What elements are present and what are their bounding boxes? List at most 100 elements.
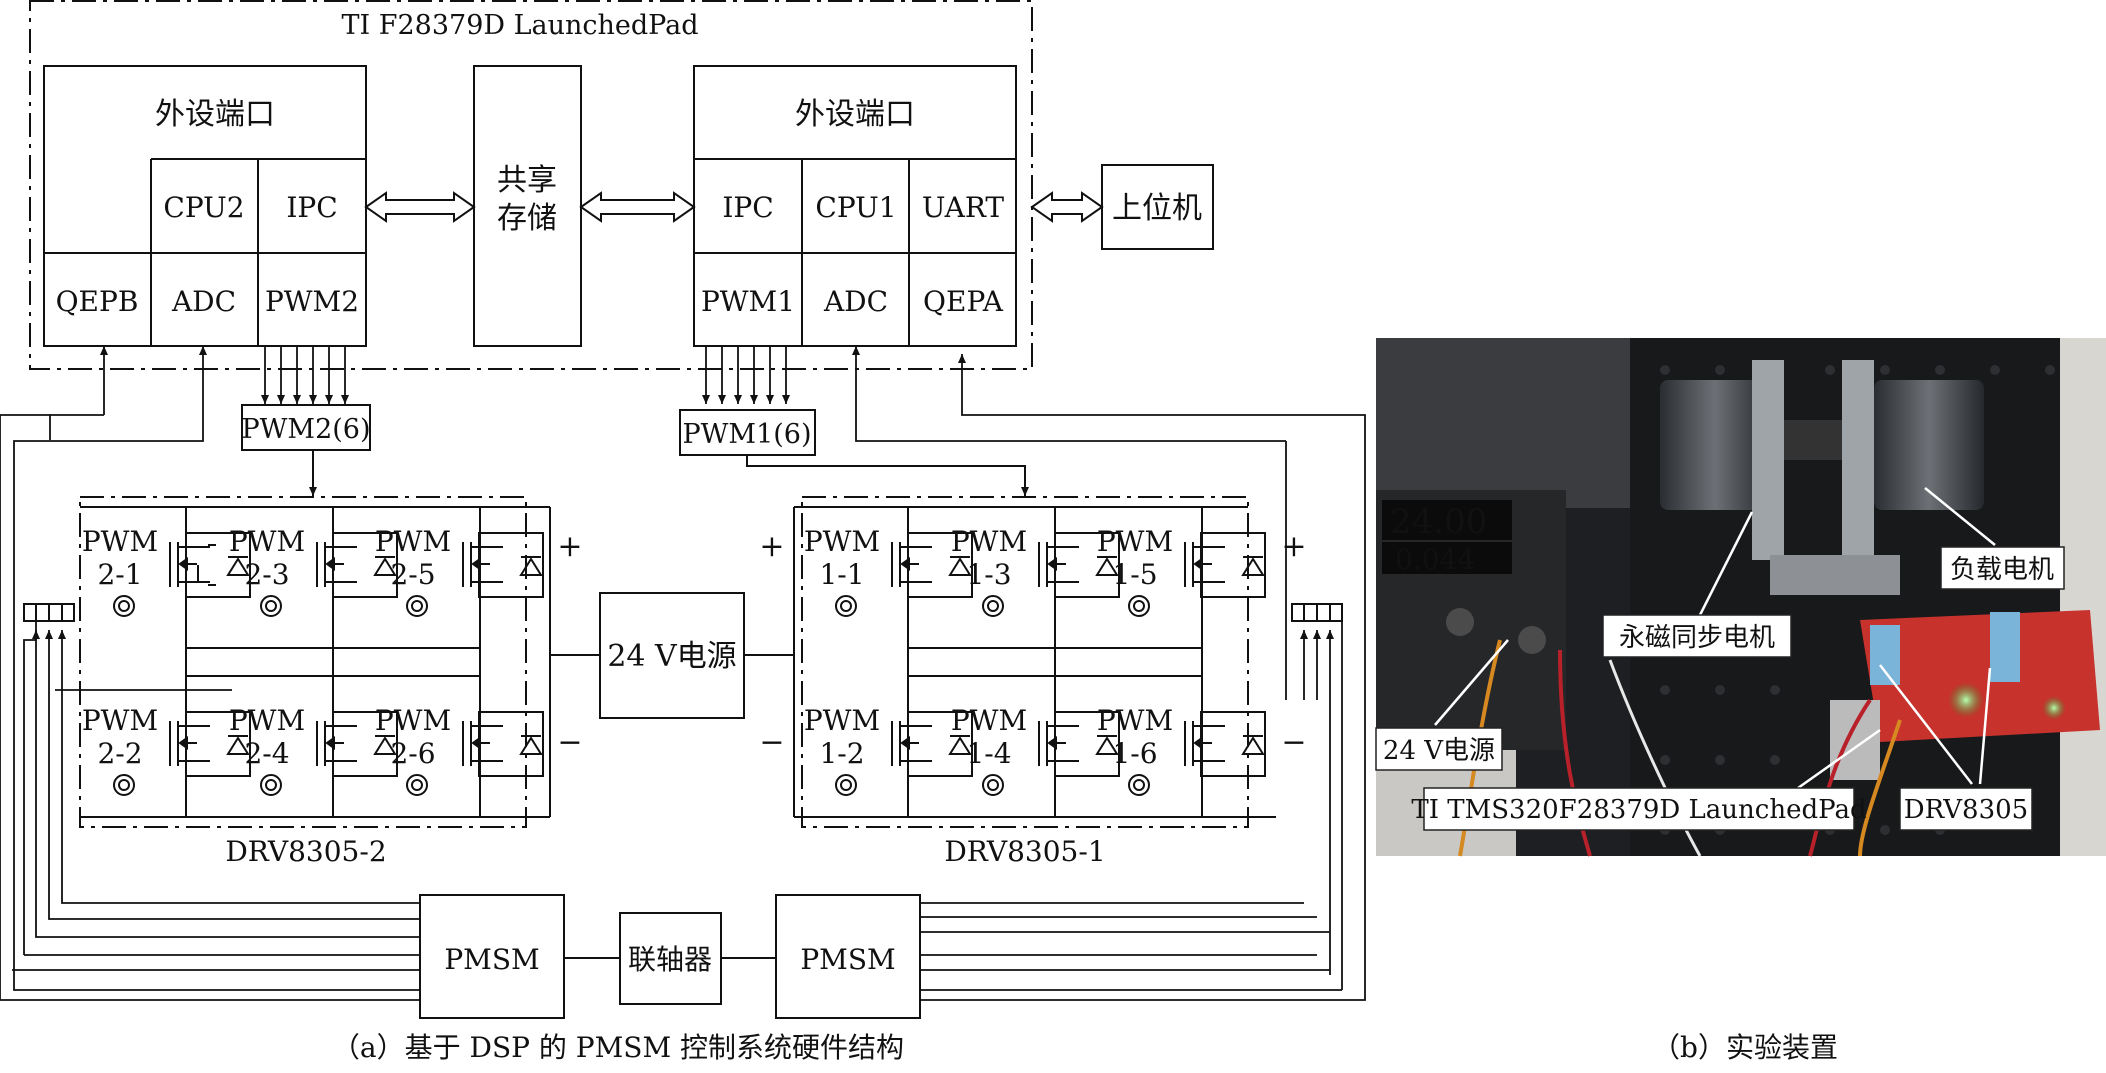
- psu-display-current: 0.044: [1395, 543, 1475, 576]
- svg-text:PWM: PWM: [375, 704, 451, 737]
- svg-text:共享: 共享: [497, 163, 557, 198]
- label-board: TI TMS320F28379D LaunchedPad: [1411, 787, 1867, 831]
- drv-board-photo: [1860, 610, 2100, 742]
- left-peripheral-block: 外设端口 CPU2 IPC QEPB ADC PWM2: [43, 65, 367, 347]
- svg-text:2-6: 2-6: [390, 737, 435, 770]
- ipc-right-label: IPC: [722, 191, 773, 224]
- svg-text:2-5: 2-5: [390, 558, 435, 591]
- pwm1-bus: [702, 346, 790, 404]
- switch-1-1: PWM 1-1: [804, 525, 973, 617]
- pmsm-photo: [1660, 380, 1770, 510]
- cpu1-label: CPU1: [815, 191, 896, 224]
- pwm1-bus-label: PWM1(6): [683, 419, 812, 450]
- caption-b: （b）实验装置: [1652, 1031, 1838, 1064]
- switch-2-1: PWM 2-1: [82, 525, 251, 617]
- svg-text:1-3: 1-3: [966, 558, 1011, 591]
- svg-text:TI TMS320F28379D LaunchedPad: TI TMS320F28379D LaunchedPad: [1411, 795, 1866, 825]
- caption-a: （a）基于 DSP 的 PMSM 控制系统硬件结构: [332, 1031, 904, 1064]
- label-load-motor: 负载电机: [1940, 546, 2065, 590]
- left-port-title: 外设端口: [155, 97, 275, 132]
- svg-text:PWM: PWM: [82, 525, 158, 558]
- svg-text:PWM: PWM: [375, 525, 451, 558]
- power-supply-block: 24 V电源: [532, 506, 794, 818]
- svg-text:PWM: PWM: [82, 704, 158, 737]
- pmsm-left-block: PMSM: [419, 894, 565, 1019]
- switch-1-5: PWM 1-5: [1097, 525, 1266, 617]
- svg-text:PWM: PWM: [1097, 704, 1173, 737]
- pwm1-label: PWM1: [701, 285, 795, 318]
- load-motor-photo: [1874, 380, 1984, 510]
- svg-text:2-2: 2-2: [97, 737, 142, 770]
- svg-text:PWM: PWM: [229, 704, 305, 737]
- svg-text:DRV8305: DRV8305: [1904, 795, 2028, 825]
- switch-1-6: PWM 1-6: [1097, 704, 1266, 796]
- svg-text:联轴器: 联轴器: [628, 943, 712, 976]
- feedback-wiring-right: [852, 346, 1366, 1001]
- switch-1-2: PWM 1-2: [804, 704, 973, 796]
- svg-text:2-3: 2-3: [244, 558, 289, 591]
- right-peripheral-block: 外设端口 IPC CPU1 UART PWM1 ADC QEPA: [693, 65, 1017, 347]
- experimental-setup-photo: 24.00 0.044: [1375, 338, 2106, 857]
- svg-text:负载电机: 负载电机: [1950, 555, 2054, 585]
- qepa-label: QEPA: [923, 285, 1004, 318]
- switch-2-2: PWM 2-2: [82, 704, 251, 796]
- pmsm-right-block: PMSM: [775, 894, 921, 1019]
- plus-left: +: [557, 529, 582, 564]
- ipc-left-label: IPC: [286, 191, 337, 224]
- svg-text:1-6: 1-6: [1112, 737, 1157, 770]
- ipc-shared-arrow-right: [579, 191, 696, 223]
- qepb-label: QEPB: [56, 285, 139, 318]
- shared-memory-block: 共享 存储: [473, 65, 582, 347]
- svg-text:PMSM: PMSM: [444, 943, 539, 976]
- switch-2-6: PWM 2-6: [375, 704, 544, 796]
- psu-display-voltage: 24.00: [1390, 502, 1487, 542]
- svg-text:1-1: 1-1: [819, 558, 864, 591]
- uart-label: UART: [922, 191, 1005, 224]
- adc-left-label: ADC: [171, 285, 236, 318]
- switch-2-3: PWM 2-3: [229, 525, 398, 617]
- drv8305-2-module: DRV8305-2 PWM 2-1 PWM 2-3: [79, 496, 544, 868]
- ipc-shared-arrow-left: [364, 191, 476, 223]
- svg-text:PWM: PWM: [804, 704, 880, 737]
- svg-text:PMSM: PMSM: [800, 943, 895, 976]
- switch-2-4: PWM 2-4: [229, 704, 398, 796]
- switch-1-4: PWM 1-4: [951, 704, 1120, 796]
- feedback-wiring-left: [0, 346, 420, 1001]
- svg-text:24 V电源: 24 V电源: [1383, 736, 1495, 766]
- pwm2-bus-box: [241, 404, 371, 451]
- svg-text:永磁同步电机: 永磁同步电机: [1619, 623, 1775, 653]
- svg-text:24 V电源: 24 V电源: [607, 639, 736, 674]
- svg-text:PWM: PWM: [951, 704, 1027, 737]
- pwm2-bus: [261, 346, 349, 404]
- coupling-block: 联轴器: [619, 912, 722, 1005]
- pwm2-label: PWM2: [265, 285, 359, 318]
- pwm2-bus-label: PWM2(6): [242, 414, 371, 445]
- hardware-structure-diagram: TI F28379D LaunchedPad 外设端口 CPU2 IPC QEP…: [0, 0, 1366, 1064]
- svg-text:PWM: PWM: [951, 525, 1027, 558]
- label-drv8305: DRV8305: [1899, 787, 2033, 831]
- plus-right: +: [759, 529, 784, 564]
- svg-text:PWM: PWM: [804, 525, 880, 558]
- switch-1-3: PWM 1-3: [951, 525, 1120, 617]
- svg-text:1-4: 1-4: [966, 737, 1011, 770]
- svg-text:1-2: 1-2: [819, 737, 864, 770]
- svg-text:1-5: 1-5: [1112, 558, 1157, 591]
- drv8305-1-module: DRV8305-1 PWM 1-1 PWM 1-3: [793, 496, 1276, 868]
- label-psu: 24 V电源: [1375, 727, 1503, 771]
- launchpad-boundary: [29, 0, 1033, 370]
- svg-text:PWM: PWM: [229, 525, 305, 558]
- drv8305-2-label: DRV8305-2: [225, 835, 386, 868]
- label-pmsm: 永磁同步电机: [1602, 614, 1792, 658]
- board-title: TI F28379D LaunchedPad: [341, 10, 698, 41]
- cpu2-label: CPU2: [163, 191, 244, 224]
- svg-text:存储: 存储: [497, 201, 557, 236]
- svg-text:2-4: 2-4: [244, 737, 289, 770]
- drv8305-1-label: DRV8305-1: [944, 835, 1105, 868]
- minus-right: −: [759, 725, 784, 760]
- adc-right-label: ADC: [823, 285, 888, 318]
- right-port-title: 外设端口: [795, 97, 915, 132]
- switch-2-5: PWM 2-5: [375, 525, 544, 617]
- uart-host-arrow: [1030, 191, 1104, 223]
- svg-text:上位机: 上位机: [1112, 191, 1202, 226]
